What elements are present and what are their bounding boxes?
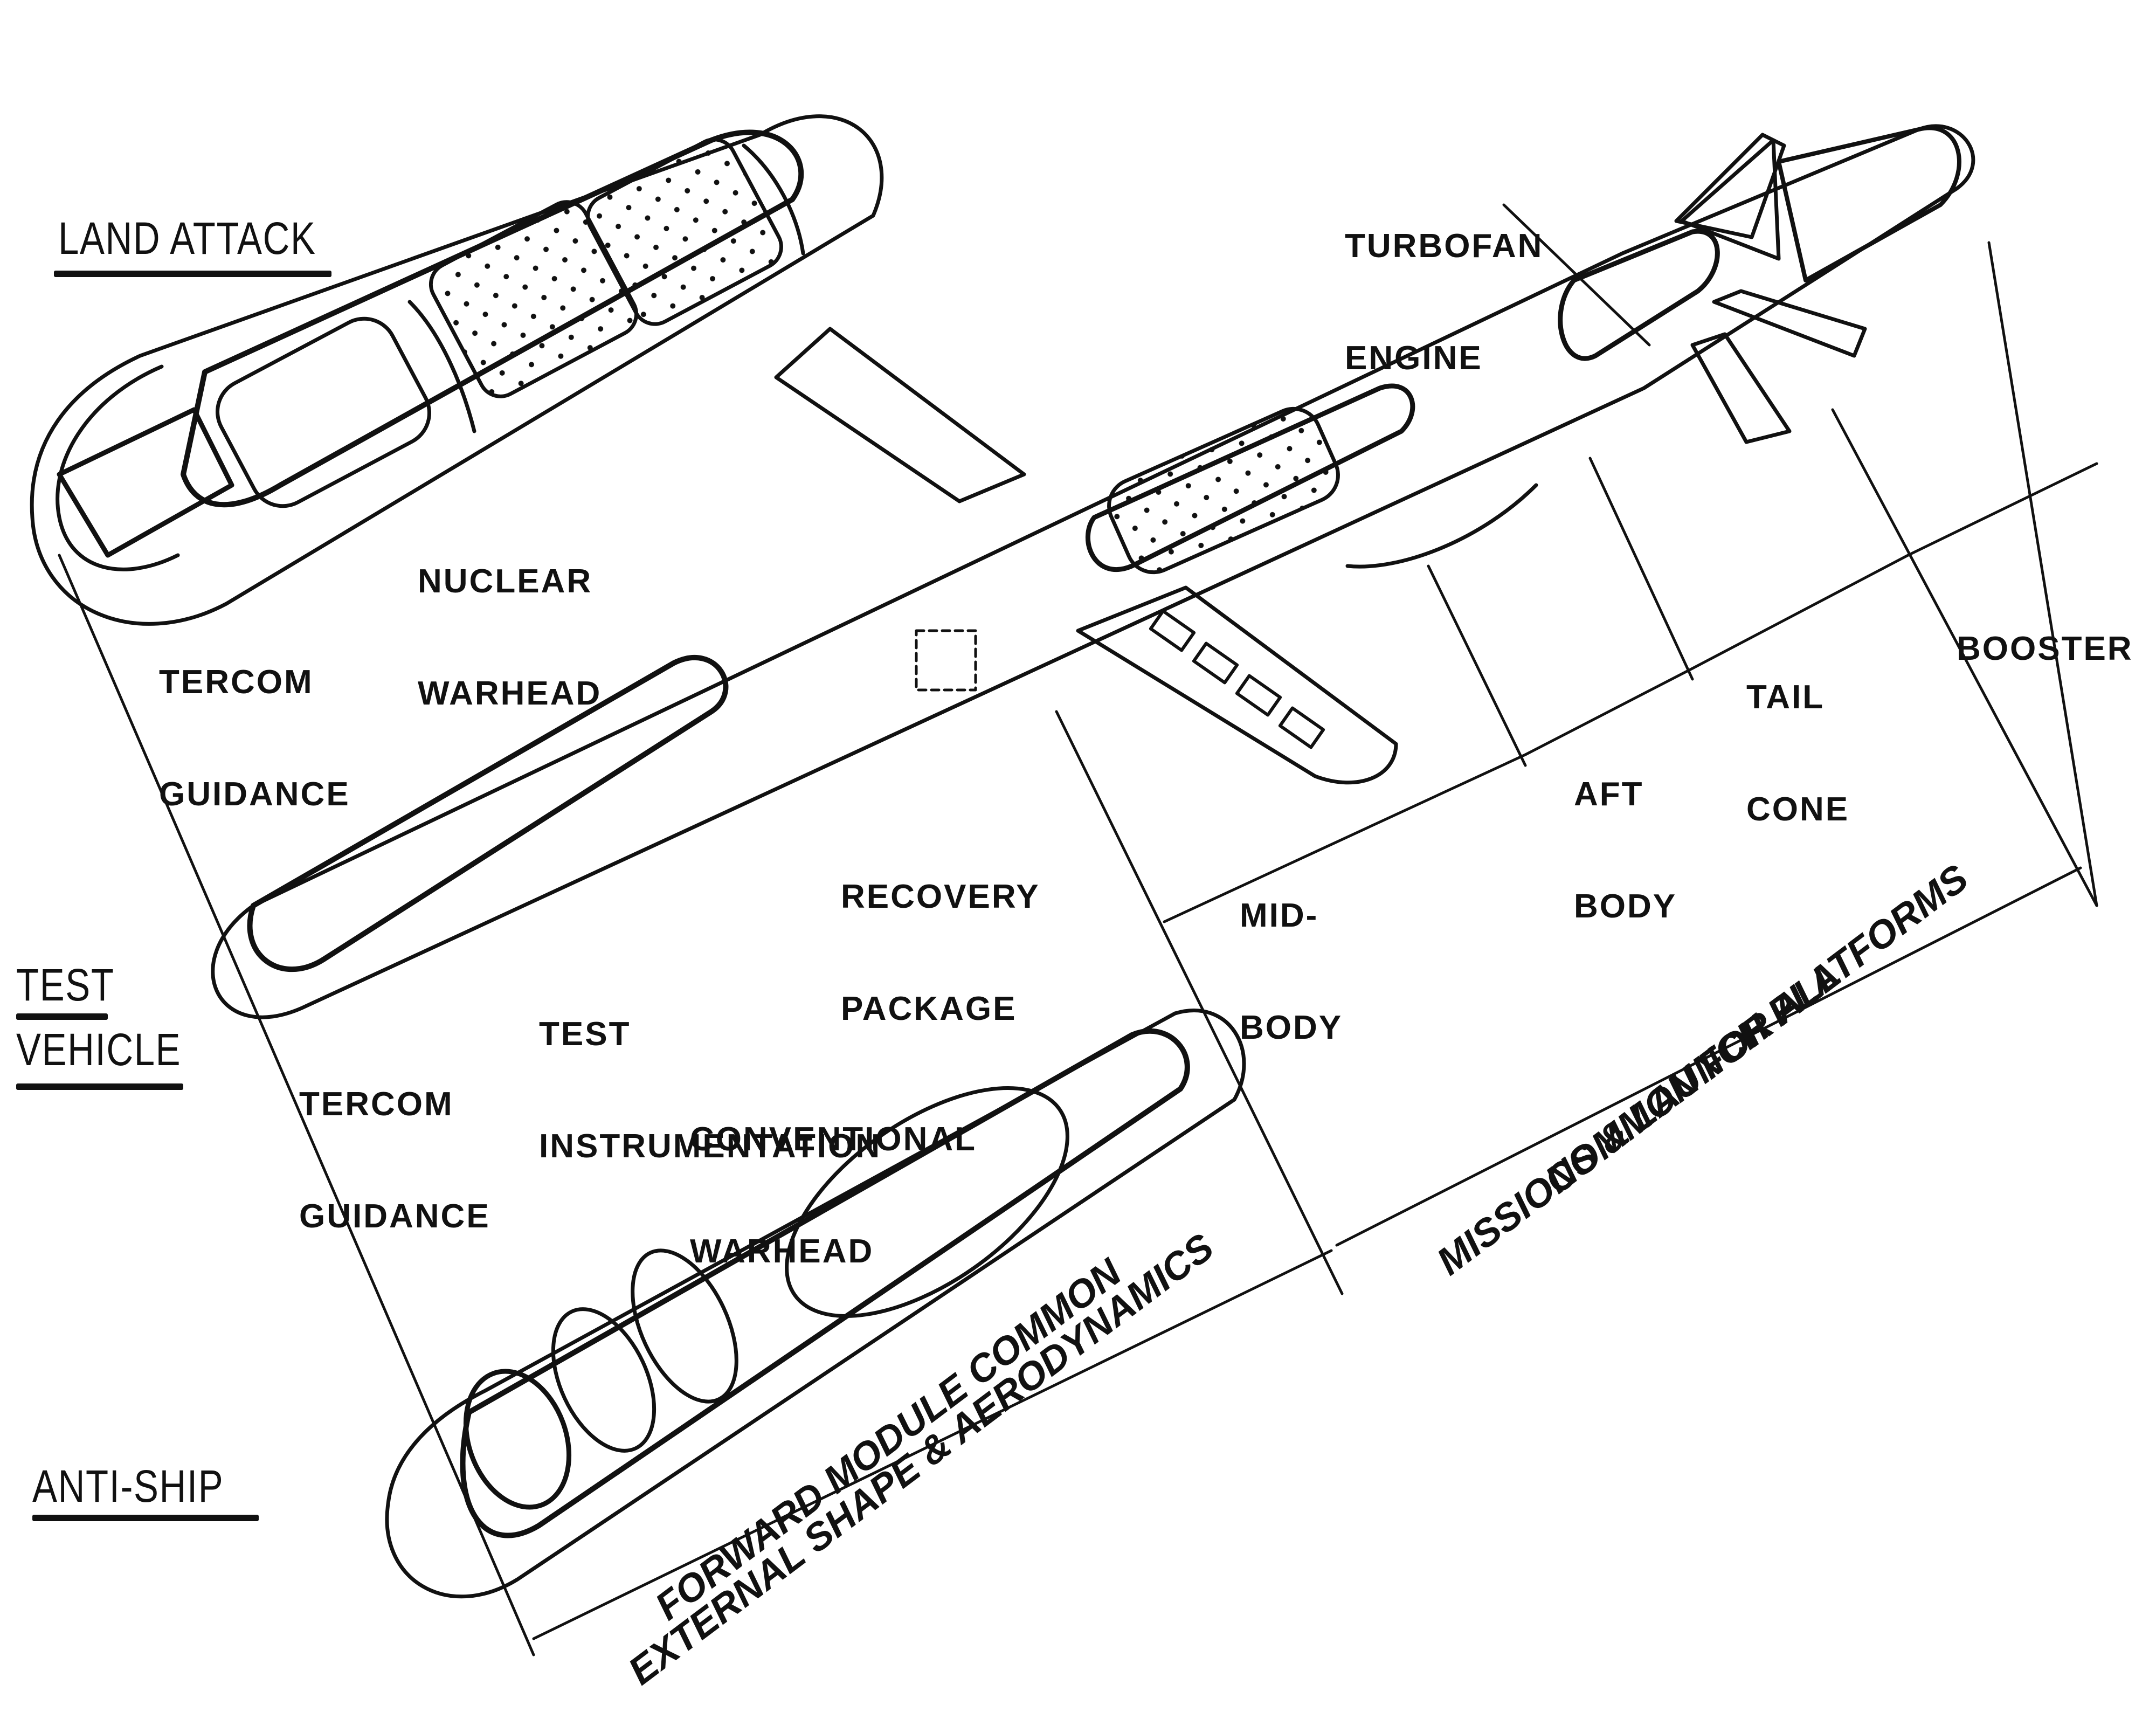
- tail-fin-upper: [1680, 138, 1781, 261]
- variant-label-land-attack: LAND ATTACK: [58, 213, 316, 264]
- air-intake: [1345, 483, 1538, 569]
- nuclear-warhead-cylinder: [216, 316, 431, 508]
- booster-section: [1777, 126, 1961, 282]
- callout-turbofan-line2: ENGINE: [1345, 340, 1483, 377]
- variant-label-test: TEST: [16, 959, 115, 1010]
- anti-ship-ring-1: [551, 1307, 657, 1453]
- main-missile-body-outline: [211, 124, 1975, 1019]
- callout-test-instr-line2: INSTRUMENTATION: [539, 1128, 882, 1165]
- land-attack-ring-2: [742, 143, 805, 256]
- callout-tercom-1-line2: GUIDANCE: [159, 776, 350, 813]
- callout-recovery-line2: PACKAGE: [841, 990, 1017, 1028]
- callout-nuclear-warhead-line1: NUCLEAR: [418, 562, 593, 600]
- underline-test: [16, 1013, 108, 1020]
- dimension-arrow-booster: [1906, 462, 2098, 557]
- callout-conventional-warhead: CONVENTIONAL WARHEAD: [690, 1046, 977, 1345]
- upper-wing: [774, 327, 1026, 503]
- dimension-arrow-common: [1335, 866, 2082, 1247]
- dimension-lines: [58, 203, 2098, 1656]
- callout-conventional-line1: CONVENTIONAL: [690, 1120, 977, 1158]
- callout-nuclear-warhead: NUCLEAR WARHEAD: [418, 488, 602, 788]
- callout-recovery-line1: RECOVERY: [841, 878, 1040, 915]
- variant-label-anti-ship: ANTI-SHIP: [32, 1461, 224, 1511]
- anti-ship-body-outline: [385, 1009, 1246, 1599]
- section-tail-line2: CONE: [1746, 791, 1850, 829]
- callout-turbofan-engine: TURBOFAN ENGINE: [1345, 153, 1543, 452]
- callout-recovery-package: RECOVERY PACKAGE: [841, 803, 1040, 1103]
- tail-fin-side: [1712, 289, 1867, 358]
- test-vehicle-cutaway: [247, 654, 729, 972]
- land-attack-module: [30, 114, 884, 626]
- anti-ship-cutaway: [460, 1028, 1190, 1538]
- section-aft-line2: BODY: [1574, 888, 1677, 926]
- anti-ship-seeker: [463, 1369, 572, 1510]
- section-tail-line1: TAIL: [1746, 678, 1825, 716]
- section-label-aft-body: AFT BODY: [1574, 701, 1677, 1000]
- callout-tercom-guidance-test-vehicle: TERCOM GUIDANCE: [299, 1011, 490, 1310]
- callout-nuclear-warhead-line2: WARHEAD: [418, 675, 602, 713]
- callout-tercom-2-line2: GUIDANCE: [299, 1198, 490, 1235]
- section-mid-line1: MID-: [1240, 896, 1319, 934]
- lower-wing: [1076, 585, 1398, 785]
- turbofan-engine-cutaway: [1558, 229, 1720, 361]
- section-aft-line1: AFT: [1574, 775, 1644, 813]
- dimension-arrow-aft-body: [1524, 667, 1694, 756]
- callout-test-instrumentation: TEST INSTRUMENTATION: [539, 941, 881, 1240]
- extension-line-booster-end: [1987, 241, 2098, 907]
- extension-line-forward-left: [58, 554, 535, 1656]
- recovery-package-box: [915, 629, 977, 692]
- land-attack-guidance-box: [57, 407, 234, 558]
- mid-body-dotted-tank: [1107, 406, 1340, 575]
- callout-tercom-guidance-land-attack: TERCOM GUIDANCE: [159, 589, 350, 888]
- anti-ship-module: [385, 1009, 1246, 1599]
- section-mid-line2: BODY: [1240, 1009, 1343, 1047]
- land-attack-inner-hull: [56, 364, 180, 571]
- dimension-arrow-tail-cone: [1691, 554, 1910, 670]
- land-attack-ring-1: [407, 300, 476, 433]
- underline-anti-ship: [32, 1515, 259, 1521]
- callout-turbofan-line1: TURBOFAN: [1345, 227, 1544, 265]
- variant-label-vehicle: VEHICLE: [16, 1024, 182, 1075]
- section-label-mid-body: MID- BODY: [1240, 822, 1343, 1122]
- land-attack-dotted-section-2: [586, 137, 783, 326]
- land-attack-cutaway: [181, 129, 804, 508]
- callout-tercom-1-line1: TERCOM: [159, 663, 314, 701]
- extension-line-aft-start: [1427, 564, 1527, 767]
- callout-conventional-line2: WARHEAD: [690, 1233, 874, 1271]
- extension-line-mid-start: [1055, 710, 1344, 1295]
- leader-turbofan: [1502, 203, 1651, 347]
- anti-ship-ring-2: [631, 1248, 738, 1404]
- lower-wing-slots: [1149, 609, 1325, 749]
- callout-tercom-2-line1: TERCOM: [299, 1085, 454, 1123]
- conventional-warhead-shell: [785, 1086, 1069, 1318]
- section-label-tail-cone: TAIL CONE: [1746, 604, 1849, 903]
- vertical-fin: [1674, 133, 1786, 239]
- section-label-booster: BOOSTER: [1957, 555, 2133, 742]
- dimension-arrow-mid-body: [1163, 753, 1527, 923]
- underline-land-attack: [54, 271, 331, 277]
- main-missile: [211, 124, 1975, 1019]
- underline-vehicle: [16, 1083, 183, 1090]
- dimension-arrow-forward-module: [532, 1249, 1333, 1640]
- extension-line-booster-start: [1831, 408, 2098, 907]
- extension-line-tail-start: [1588, 457, 1694, 681]
- land-attack-body-outline: [30, 114, 884, 626]
- callout-test-instr-line1: TEST: [539, 1015, 631, 1053]
- section-booster-line1: BOOSTER: [1957, 630, 2133, 667]
- tail-fin-lower: [1690, 332, 1792, 444]
